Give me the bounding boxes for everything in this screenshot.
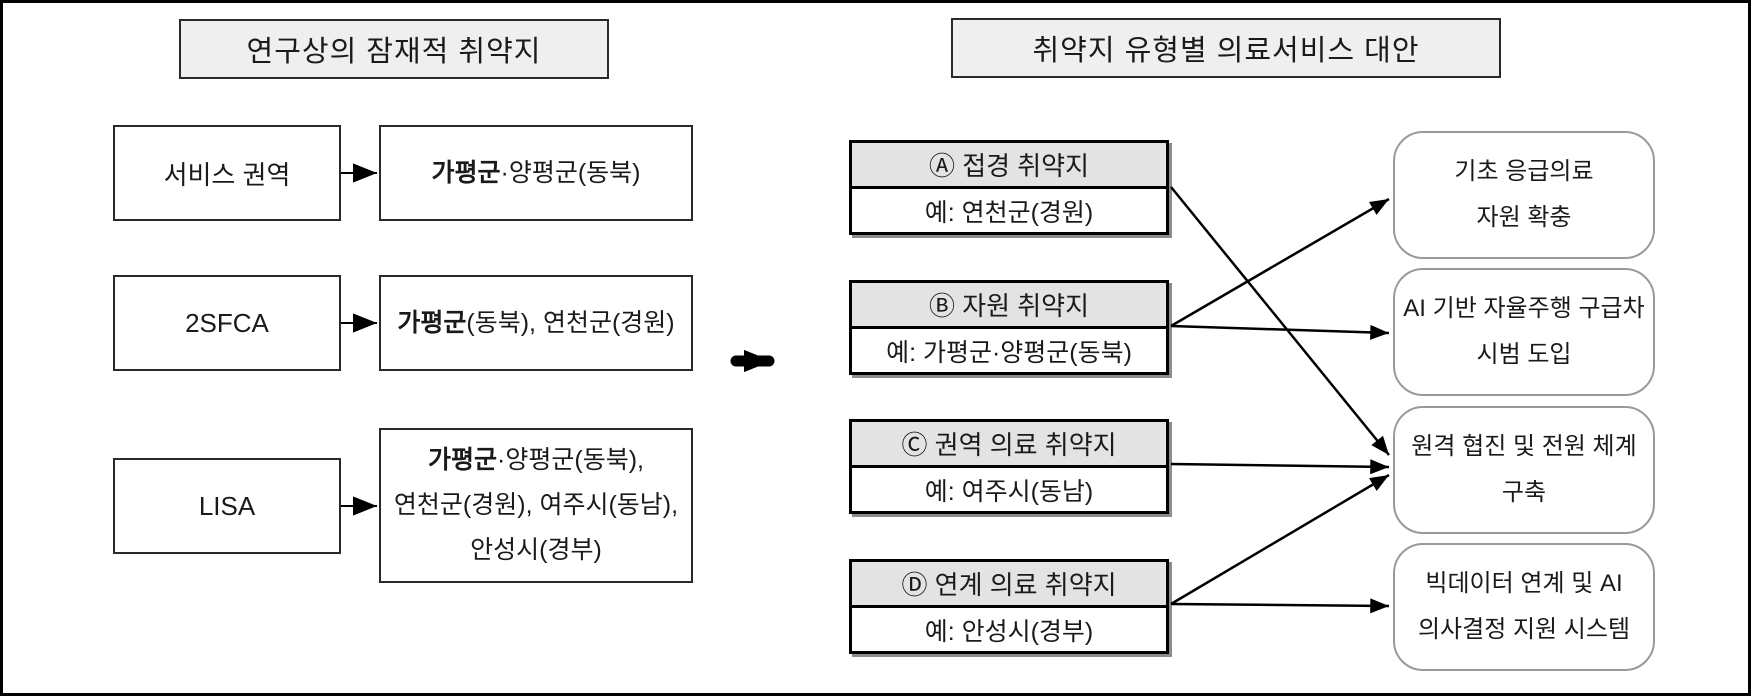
type-example: 예: 안성시(경부) (924, 617, 1094, 646)
type-example: 예: 연천군(경원) (924, 198, 1094, 227)
solution-line: AI 기반 자율주행 구급차 (1403, 295, 1645, 323)
type-title: Ⓐ 접경 취약지 (852, 143, 1166, 189)
type-title: Ⓒ 권역 의료 취약지 (852, 422, 1166, 468)
result-rest-text: ·양평군(동북), (497, 446, 644, 474)
arrow-regional-to-telemedicine (1170, 459, 1390, 475)
result-line: 연천군(경원), 여주시(동남), (393, 491, 679, 519)
result-box-2sfca: 가평군(동북), 연천군(경원) (379, 275, 693, 371)
left-section-header: 연구상의 잠재적 취약지 (179, 19, 609, 79)
arrow-linkage-to-telemedicine (1170, 473, 1390, 606)
type-box-regional: Ⓒ 권역 의료 취약지 예: 여주시(동남) (849, 419, 1169, 514)
solution-box-telemedicine: 원격 협진 및 전원 체계 구축 (1393, 406, 1655, 534)
result-line: 가평군·양평군(동북), (428, 438, 644, 483)
result-box-lisa: 가평군·양평군(동북), 연천군(경원), 여주시(동남), 안성시(경부) (379, 428, 693, 583)
type-example: 예: 가평군·양평군(동북) (886, 338, 1132, 367)
type-title: Ⓑ 자원 취약지 (852, 283, 1166, 329)
left-section-title: 연구상의 잠재적 취약지 (246, 36, 542, 68)
method-label: LISA (198, 490, 256, 521)
result-box-service-area: 가평군·양평군(동북) (379, 125, 693, 221)
type-title: Ⓓ 연계 의료 취약지 (852, 562, 1166, 608)
method-box-service-area: 서비스 권역 (113, 125, 341, 221)
solution-line: 원격 협진 및 전원 체계 (1411, 433, 1637, 461)
method-box-lisa: LISA (113, 458, 341, 554)
arrow-resource-to-ai-ambulance (1170, 324, 1390, 340)
arrow-linkage-to-bigdata (1170, 598, 1390, 614)
result-bold-text: 가평군 (397, 308, 467, 337)
solution-box-emergency-resources: 기초 응급의료 자원 확충 (1393, 131, 1655, 259)
result-rest-text: (동북), 연천군(경원) (466, 308, 675, 337)
solution-line: 구축 (1501, 479, 1547, 506)
type-box-border: Ⓐ 접경 취약지 예: 연천군(경원) (849, 140, 1169, 235)
result-rest-text: ·양평군(동북) (500, 158, 641, 187)
result-line: 가평군·양평군(동북) (432, 151, 641, 196)
method-label: 2SFCA (185, 307, 269, 338)
method-box-2sfca: 2SFCA (113, 275, 341, 371)
result-line: 가평군(동북), 연천군(경원) (397, 301, 674, 346)
solution-line: 시범 도입 (1476, 341, 1572, 368)
type-box-resource: Ⓑ 자원 취약지 예: 가평군·양평군(동북) (849, 280, 1169, 375)
method-label: 서비스 권역 (163, 159, 291, 190)
solution-box-bigdata-ai: 빅데이터 연계 및 AI 의사결정 지원 시스템 (1393, 543, 1655, 671)
right-section-title: 취약지 유형별 의료서비스 대안 (1032, 35, 1420, 67)
solution-line: 의사결정 지원 시스템 (1417, 616, 1631, 643)
solution-line: 기초 응급의료 (1454, 158, 1594, 186)
result-bold-text: 가평군 (431, 158, 501, 187)
solution-line: 빅데이터 연계 및 AI (1425, 570, 1623, 598)
solution-line: 자원 확충 (1476, 204, 1572, 231)
arrow-border-to-telemedicine (1170, 186, 1390, 456)
result-bold-text: 가평군 (428, 446, 498, 474)
right-section-header: 취약지 유형별 의료서비스 대안 (951, 18, 1501, 78)
type-box-linkage: Ⓓ 연계 의료 취약지 예: 안성시(경부) (849, 559, 1169, 654)
type-example: 예: 여주시(동남) (924, 477, 1094, 506)
arrow-resource-to-emergency (1170, 197, 1390, 328)
result-line: 안성시(경부) (470, 536, 602, 564)
solution-box-ai-ambulance: AI 기반 자율주행 구급차 시범 도입 (1393, 268, 1655, 396)
